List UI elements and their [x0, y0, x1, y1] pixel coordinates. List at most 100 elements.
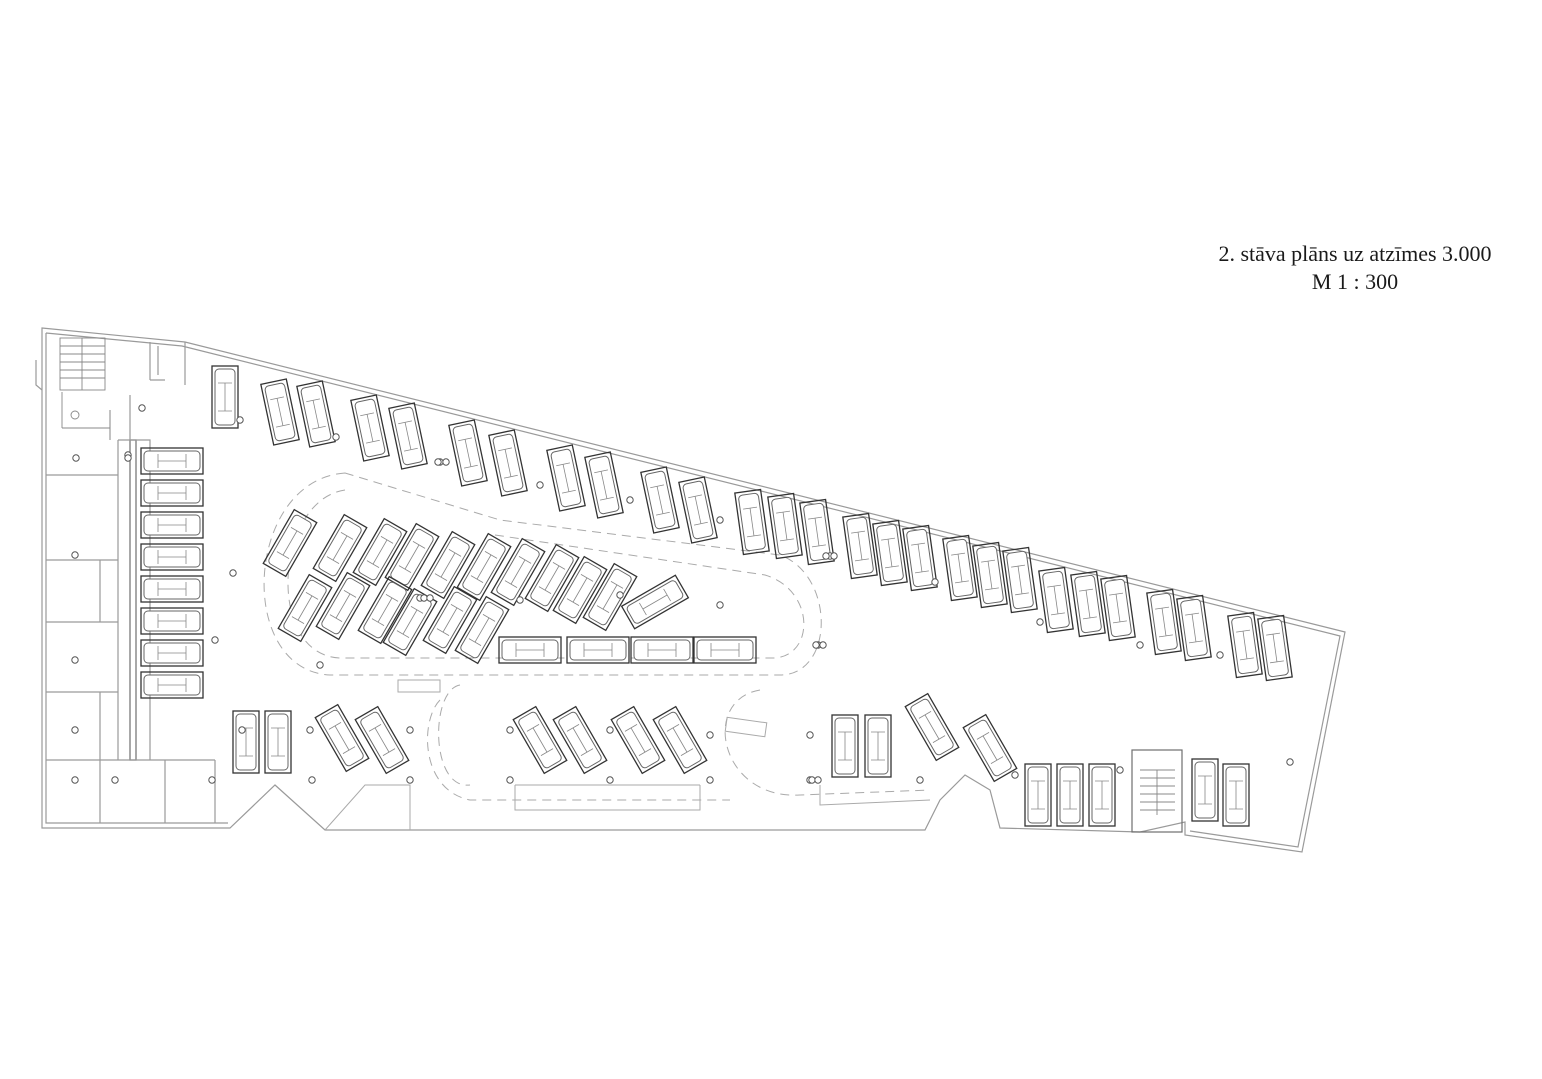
- parked-car: [904, 692, 960, 762]
- column-marker: [229, 569, 237, 577]
- parked-car: [566, 636, 630, 664]
- column-marker: [71, 656, 79, 664]
- stair-southeast: [1131, 749, 1183, 833]
- parked-car: [140, 671, 204, 699]
- column-marker: [626, 496, 634, 504]
- parked-car: [140, 575, 204, 603]
- column-marker: [434, 458, 442, 466]
- column-marker: [72, 454, 80, 462]
- parked-car: [1002, 546, 1038, 614]
- parked-car: [140, 607, 204, 635]
- parked-car: [352, 517, 408, 587]
- column-marker: [111, 776, 119, 784]
- drawing-scale: M 1 : 300: [1311, 269, 1399, 294]
- column-marker: [406, 776, 414, 784]
- service-rooms: [46, 342, 216, 823]
- parked-car: [357, 575, 413, 645]
- parked-car: [546, 444, 586, 512]
- parked-car: [490, 537, 546, 607]
- ramps: [324, 784, 931, 831]
- parked-car: [902, 524, 938, 592]
- column-marker: [211, 636, 219, 644]
- column-marker: [316, 661, 324, 669]
- parked-car: [524, 543, 580, 613]
- column-marker: [822, 552, 830, 560]
- column-marker: [308, 776, 316, 784]
- parked-car: [140, 511, 204, 539]
- column-marker: [706, 731, 714, 739]
- parked-car: [498, 636, 562, 664]
- column-marker: [606, 776, 614, 784]
- parked-car: [610, 705, 666, 775]
- column-marker: [426, 594, 434, 602]
- parked-car: [831, 714, 859, 778]
- column-marker: [236, 416, 244, 424]
- parked-car: [456, 532, 512, 602]
- parked-car: [277, 573, 333, 643]
- column-marker: [1011, 771, 1019, 779]
- parked-car: [422, 585, 478, 655]
- parked-car: [260, 378, 300, 446]
- column-marker: [506, 776, 514, 784]
- parked-car: [354, 705, 410, 775]
- drawing-title-block: 2. stāva plāns uz atzīmes 3.000 M 1 : 30…: [1180, 240, 1530, 296]
- column-marker: [138, 404, 146, 412]
- parked-car: [512, 705, 568, 775]
- column-marker: [506, 726, 514, 734]
- parked-car: [140, 447, 204, 475]
- parked-car: [264, 710, 292, 774]
- column-marker: [830, 552, 838, 560]
- column-marker: [616, 591, 624, 599]
- column-marker: [332, 433, 340, 441]
- column-marker: [808, 776, 816, 784]
- parked-car: [652, 705, 708, 775]
- drawing-title: 2. stāva plāns uz atzīmes 3.000: [1218, 241, 1492, 266]
- parked-car: [1038, 566, 1074, 634]
- structural-columns: [71, 404, 1294, 784]
- parked-car: [1100, 574, 1136, 642]
- parked-car: [211, 365, 239, 429]
- column-marker: [306, 726, 314, 734]
- parked-car: [1024, 763, 1052, 827]
- column-marker: [716, 516, 724, 524]
- parked-car: [842, 512, 878, 580]
- parked-car: [640, 466, 680, 534]
- parked-car: [140, 543, 204, 571]
- parked-car: [488, 429, 528, 497]
- column-marker: [406, 726, 414, 734]
- column-marker: [606, 726, 614, 734]
- column-marker: [931, 578, 939, 586]
- column-marker: [814, 776, 822, 784]
- parked-car: [678, 476, 718, 544]
- parked-car: [315, 571, 371, 641]
- parked-car: [584, 451, 624, 519]
- column-marker: [706, 776, 714, 784]
- parked-car: [296, 380, 336, 448]
- parked-car: [388, 402, 428, 470]
- parked-car: [1176, 594, 1212, 662]
- parked-car: [314, 703, 370, 773]
- parked-car: [942, 534, 978, 602]
- parked-car: [232, 710, 260, 774]
- column-marker: [1286, 758, 1294, 766]
- parked-car: [552, 555, 608, 625]
- parked-car: [799, 498, 835, 566]
- parked-car: [552, 705, 608, 775]
- column-marker: [516, 596, 524, 604]
- column-marker: [208, 776, 216, 784]
- parked-car: [1222, 763, 1250, 827]
- column-marker: [916, 776, 924, 784]
- parked-car: [1056, 763, 1084, 827]
- parked-car: [630, 636, 694, 664]
- parked-car: [420, 530, 476, 600]
- column-marker: [71, 726, 79, 734]
- parked-car: [140, 639, 204, 667]
- column-marker: [812, 641, 820, 649]
- parked-car: [312, 513, 368, 583]
- column-marker: [819, 641, 827, 649]
- column-marker: [420, 594, 428, 602]
- parked-car: [972, 541, 1008, 609]
- parked-car: [620, 574, 690, 630]
